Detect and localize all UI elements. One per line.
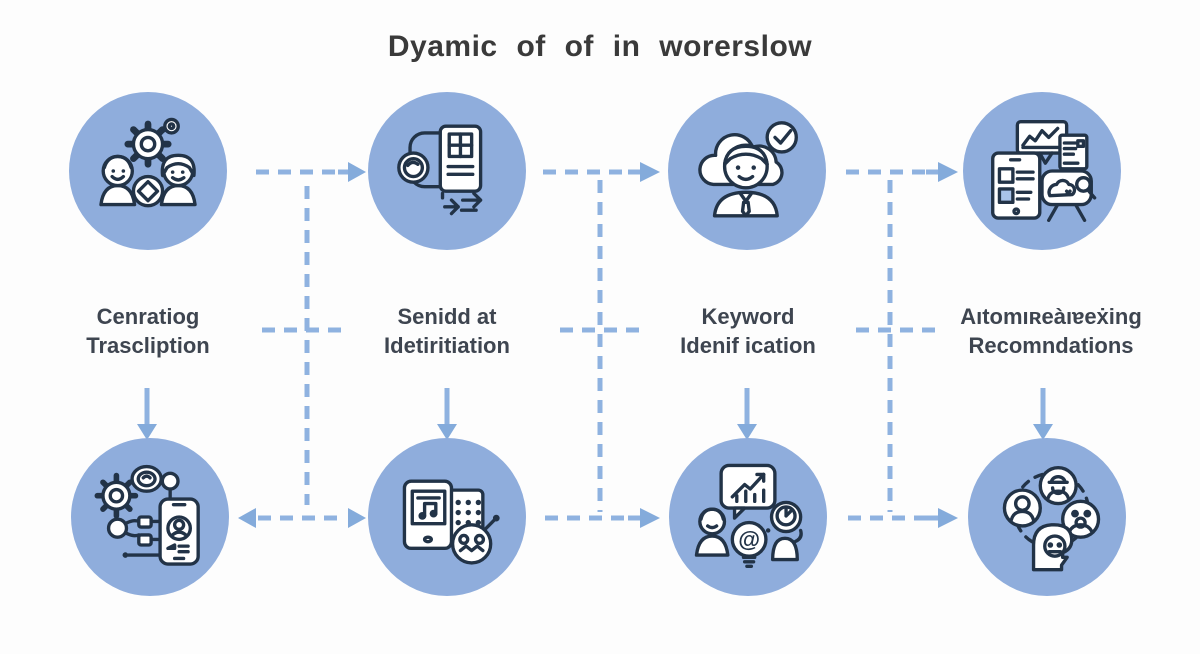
document-scan-arrows-icon [397,124,483,216]
label-step-2: Senidd at Idetiritiation [297,302,597,360]
head-audience-network-icon [1002,466,1101,572]
label-step-1-line2: Trascliption [86,333,210,358]
down-arrow-col3 [737,388,757,440]
people-growth-chart-idea-icon: @ [694,463,803,568]
gear-flow-smartphone-icon [94,464,200,566]
node-bottom-4 [968,438,1126,596]
label-step-3-line2: Idenif ication [680,333,816,358]
person-cloud-checkmark-icon [698,121,798,218]
down-arrow-col4 [1033,388,1053,440]
analytics-devices-board-icon [991,120,1097,222]
node-top-2 [368,92,526,250]
gear-people-collaboration-icon [99,117,197,208]
node-bottom-1 [71,438,229,596]
label-step-2-line1: Senidd at [397,304,497,329]
node-bottom-3: @ [669,438,827,596]
diagram-title: Dyamic of of in worerslow [387,30,813,63]
svg-text:@: @ [738,527,760,552]
label-step-4-line2: Recomndations [968,333,1134,358]
node-bottom-2 [368,438,526,596]
node-top-3 [668,92,826,250]
connector-gap-2 [543,162,660,528]
label-step-4: Aıtomıʀeàıɐeẋing Recomndations [901,302,1200,360]
connector-gap-1 [238,162,366,528]
label-step-2-line2: Idetiritiation [384,333,510,358]
label-step-1: Cenratiog Trascliption [0,302,298,360]
node-top-1 [69,92,227,250]
connector-gap-3 [846,162,958,528]
down-arrow-col2 [437,388,457,440]
down-arrow-col1 [137,388,157,440]
tablet-music-keypad-robot-icon [402,479,500,565]
label-step-4-line1: Aıtomıʀeàıɐeẋing [960,304,1142,329]
label-step-3-line1: Keyword [701,304,795,329]
node-top-4 [963,92,1121,250]
label-step-1-line1: Cenratiog [96,304,200,329]
label-step-3: Keyword Idenif ication [598,302,898,360]
